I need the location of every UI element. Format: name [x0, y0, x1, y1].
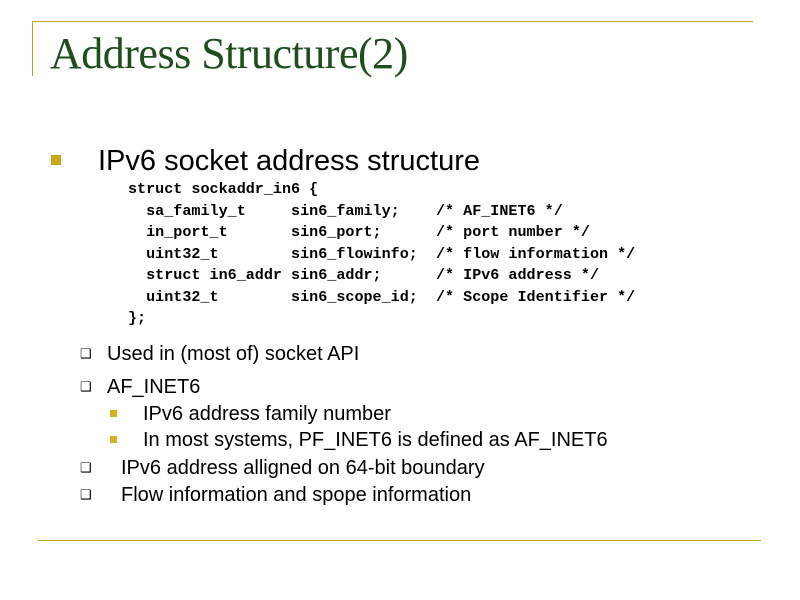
hollow-square-bullet-icon: ❑: [80, 460, 92, 475]
code-line: struct in6_addr sin6_addr; /* IPv6 addre…: [128, 266, 600, 284]
frame-left-rule: [32, 21, 33, 76]
list-item: In most systems, PF_INET6 is defined as …: [143, 429, 608, 451]
code-line: };: [128, 309, 147, 327]
list-item: Flow information and spope information: [121, 484, 472, 506]
frame-top-rule: [32, 21, 753, 22]
code-line: in_port_t sin6_port; /* port number */: [128, 223, 590, 241]
list-item: Used in (most of) socket API: [107, 343, 360, 365]
hollow-square-bullet-icon: ❑: [80, 379, 92, 394]
hollow-square-bullet-icon: ❑: [80, 346, 92, 361]
list-item: AF_INET6: [107, 376, 201, 398]
hollow-square-bullet-icon: ❑: [80, 487, 92, 502]
frame-bottom-rule: [38, 540, 761, 541]
code-block: struct sockaddr_in6 { sa_family_t sin6_f…: [128, 179, 635, 330]
code-line: sa_family_t sin6_family; /* AF_INET6 */: [128, 201, 563, 220]
list-item: IPv6 address alligned on 64-bit boundary: [121, 457, 485, 479]
square-bullet-icon: [110, 436, 117, 443]
code-line: uint32_t sin6_scope_id; /* Scope Identif…: [128, 287, 636, 306]
list-item: IPv6 address family number: [143, 403, 391, 425]
main-bullet-text: IPv6 socket address structure: [98, 145, 480, 177]
slide-title: Address Structure(2): [50, 29, 408, 78]
square-bullet-icon: [110, 410, 117, 417]
code-line: struct sockaddr_in6 {: [128, 180, 319, 198]
code-line: uint32_t sin6_flowinfo; /* flow informat…: [128, 244, 636, 263]
square-bullet-icon: [51, 155, 61, 165]
